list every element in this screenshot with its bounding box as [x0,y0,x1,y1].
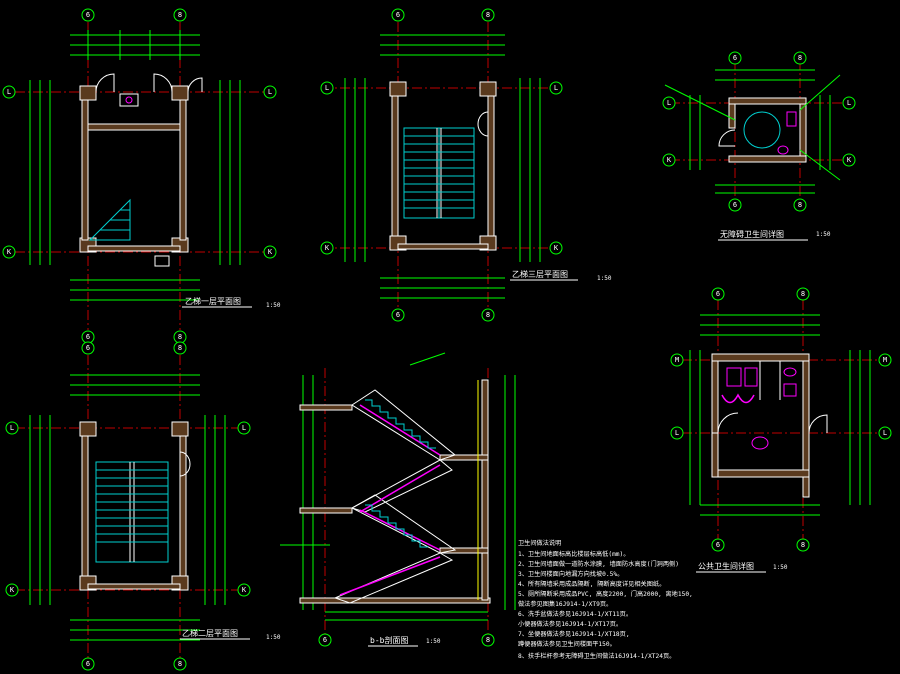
grid-bubble-8: 8 [178,11,182,19]
grid-bubble-8: 8 [178,333,182,341]
view-scale: 1:50 [773,564,788,571]
note-item: 8、扶手栏杆参考无障碍卫生间做法16J914-1/XT24页。 [518,652,675,660]
grid-bubble-L: L [554,84,558,92]
note-item: 2、卫生间墙面做一道防水涂膜, 墙面防水高度(门洞两侧) [518,560,679,568]
grid-bubble-L: L [268,88,272,96]
grid-bubble-6: 6 [396,311,400,319]
view-title: b-b剖面图 [370,635,408,645]
note-item: 3、卫生间楼面向地漏方向找坡0.5%。 [518,570,623,578]
note-item: 6、洗手盆做法参见16J914-1/XT11页。 [518,610,632,618]
view-title: 公共卫生间详图 [698,561,754,571]
plan-2-view: 6 8 6 8 L L K K 乙梯二层平面图 1:50 [5,341,281,671]
grid-bubble-L: L [242,424,246,432]
grid-bubble-L: L [847,99,851,107]
grid-bubble-6: 6 [396,11,400,19]
toilet-1-view: 6 8 6 8 L L K K 无障碍卫生间详图 1:50 [662,51,856,241]
grid-bubble-K: K [268,248,273,256]
grid-bubble-K: K [7,248,12,256]
grid-bubble-8: 8 [486,311,490,319]
view-scale: 1:50 [597,275,612,282]
view-title: 乙梯一层平面图 [185,296,241,306]
view-scale: 1:50 [426,638,441,645]
view-scale: 1:50 [266,302,281,309]
note-item: 7、坐便器做法参见16J914-1/XT18页, [518,630,630,638]
note-item: 做法参见图集16J914-1/XT9页。 [518,600,612,608]
grid-bubble-L: L [883,429,887,437]
view-scale: 1:50 [266,634,281,641]
note-item: 5、厕所隔断采用成品PVC, 高度2200, 门高2000, 离地150, [518,590,693,598]
grid-bubble-6: 6 [86,344,90,352]
toilet-2-view: 6 8 6 8 M M L L 公共卫生间详图 1:50 [670,287,892,573]
grid-bubble-M: M [883,356,887,364]
plan-1-view: 6 8 6 8 L L K K 乙梯一层平面图 1:50 [2,8,281,344]
grid-bubble-8: 8 [798,54,802,62]
grid-bubble-8: 8 [798,201,802,209]
grid-bubble-6: 6 [716,541,720,549]
grid-bubble-L: L [675,429,679,437]
grid-bubble-6: 6 [86,11,90,19]
grid-bubble-K: K [242,586,247,594]
grid-bubble-L: L [667,99,671,107]
grid-bubble-6: 6 [86,333,90,341]
view-scale: 1:50 [816,231,831,238]
notes-heading: 卫生间做法说明 [518,539,561,547]
view-title: 无障碍卫生间详图 [720,229,784,239]
grid-bubble-6: 6 [733,54,737,62]
grid-bubble-8: 8 [801,541,805,549]
notes-block: 卫生间做法说明 1、卫生间地面标高比楼层标高低(mm)。 2、卫生间墙面做一道防… [518,539,693,660]
grid-bubble-6: 6 [733,201,737,209]
grid-bubble-K: K [10,586,15,594]
grid-bubble-8: 8 [486,636,490,644]
grid-bubble-L: L [325,84,329,92]
grid-bubble-6: 6 [716,290,720,298]
grid-bubble-8: 8 [178,660,182,668]
note-item: 4、所有隔墙采用成品隔断, 隔断高度详见相关图纸。 [518,580,665,588]
grid-bubble-6: 6 [323,636,327,644]
grid-bubble-K: K [847,156,852,164]
grid-bubble-8: 8 [486,11,490,19]
grid-bubble-L: L [7,88,11,96]
grid-bubble-M: M [675,356,679,364]
grid-bubble-8: 8 [801,290,805,298]
note-item: 1、卫生间地面标高比楼层标高低(mm)。 [518,550,629,558]
section-view: 6 8 b-b剖面图 1:50 [280,352,516,647]
note-item: 蹲便器做法参见卫生间楼面平150。 [518,640,616,648]
grid-bubble-K: K [667,156,672,164]
grid-bubble-K: K [554,244,559,252]
grid-bubble-8: 8 [178,344,182,352]
view-title: 乙梯三层平面图 [512,269,568,279]
grid-bubble-L: L [10,424,14,432]
grid-bubble-K: K [325,244,330,252]
plan-3-view: 6 8 6 8 L L K K 乙梯三层平面图 1:50 [320,8,612,322]
note-item: 小便器做法参见16J914-1/XT17页。 [518,620,622,628]
grid-bubble-6: 6 [86,660,90,668]
view-title: 乙梯二层平面图 [182,628,238,638]
